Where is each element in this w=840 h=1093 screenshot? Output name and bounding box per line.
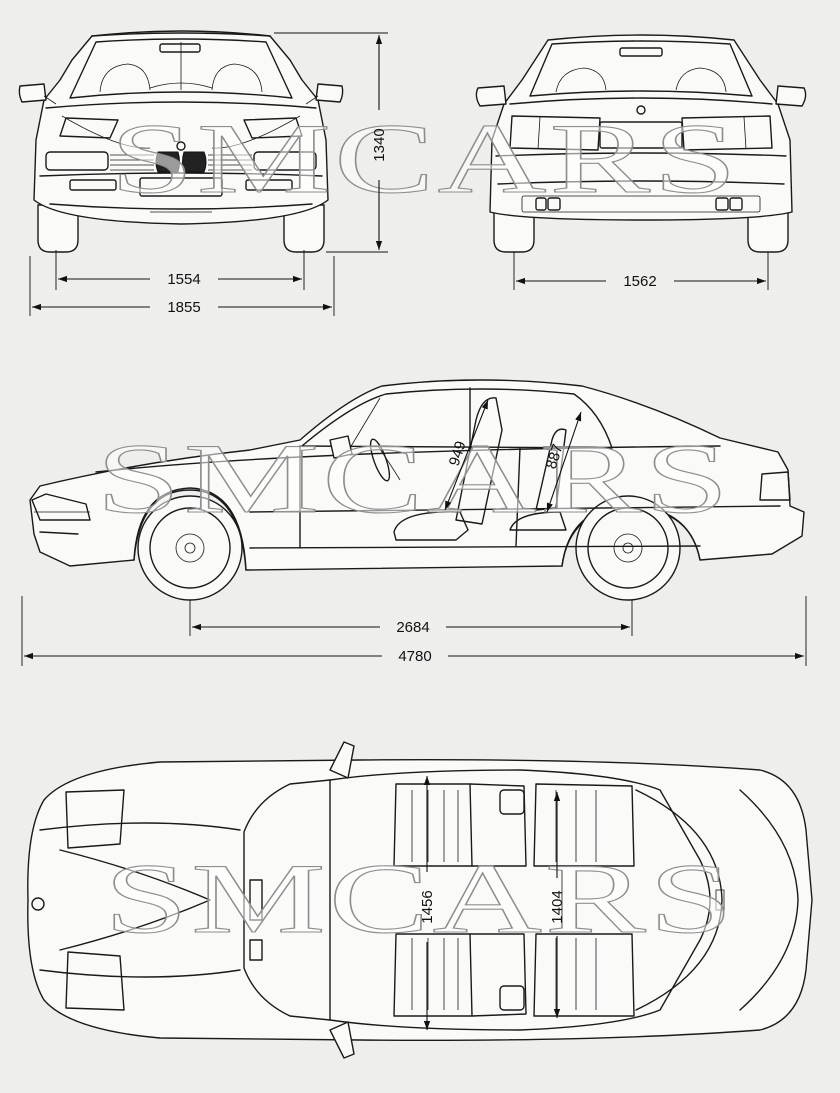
watermark-top: SMCARS bbox=[110, 103, 740, 214]
dim-wheelbase: 2684 bbox=[396, 619, 429, 636]
top-view bbox=[27, 741, 813, 1059]
watermarks: SMCARS SMCARS SMCARS bbox=[95, 102, 740, 954]
watermark-middle: SMCARS bbox=[96, 423, 732, 534]
dimension-lines bbox=[21, 32, 807, 1030]
dim-headroom-front: 949 bbox=[446, 439, 470, 468]
dimension-labels: 1554 1855 1340 1562 949 887 2684 4780 14… bbox=[167, 128, 656, 923]
front-view bbox=[18, 30, 344, 253]
dim-shoulder-rear: 1404 bbox=[549, 890, 566, 923]
dim-shoulder-front: 1456 bbox=[419, 890, 436, 923]
dim-rear-track: 1562 bbox=[623, 273, 656, 290]
dim-headroom-rear: 887 bbox=[543, 442, 567, 471]
dim-overall-length: 4780 bbox=[398, 648, 431, 665]
side-view bbox=[29, 379, 805, 601]
dim-overall-width: 1855 bbox=[167, 299, 200, 316]
watermark-bottom: SMCARS bbox=[104, 843, 736, 954]
dim-front-track: 1554 bbox=[167, 271, 200, 288]
dim-overall-height: 1340 bbox=[371, 128, 388, 161]
rear-view bbox=[475, 34, 807, 253]
